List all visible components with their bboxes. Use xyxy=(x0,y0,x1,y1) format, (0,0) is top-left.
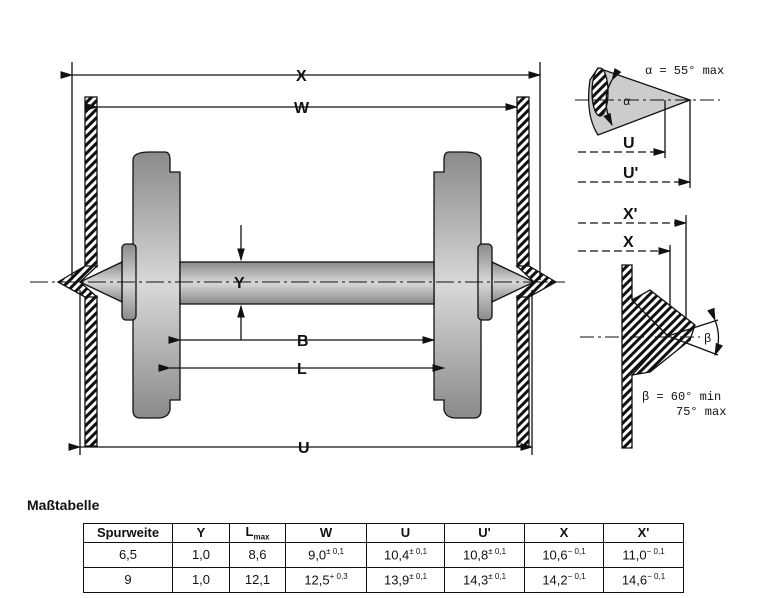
cell-spurweite: 9 xyxy=(83,566,173,593)
value: 14,6 xyxy=(621,572,648,588)
cell-lmax: 12,1 xyxy=(229,566,286,593)
detail-x-prime-label: X' xyxy=(623,206,637,223)
header-lmax: Lmax xyxy=(229,523,286,543)
tolerance: ± 0,1 xyxy=(488,546,507,556)
tolerance: ± 0,1 xyxy=(488,571,507,581)
right-wall xyxy=(516,96,530,268)
header-u-prime: U' xyxy=(444,523,525,543)
header-x: X xyxy=(524,523,604,543)
dim-y-label: Y xyxy=(234,275,245,292)
cell-x: 10,6− 0,1 xyxy=(524,541,604,568)
cell-u: 10,4± 0,1 xyxy=(366,541,445,568)
header-u: U xyxy=(366,523,445,543)
table-title: Maßtabelle xyxy=(27,497,100,513)
header-max-sub: max xyxy=(253,532,270,542)
tolerance: ± 0,1 xyxy=(409,546,428,556)
tolerance: ± 0,1 xyxy=(326,546,344,556)
detail-u-label: U xyxy=(623,135,635,152)
value: 10,8 xyxy=(462,547,489,563)
dim-w-label: W xyxy=(294,100,310,117)
left-wheel xyxy=(132,151,181,419)
beta-note-max: 75° max xyxy=(676,405,726,419)
cell-u: 13,9± 0,1 xyxy=(366,566,445,593)
cell-y: 1,0 xyxy=(172,541,230,568)
dim-x-label: X xyxy=(296,68,307,85)
alpha-symbol: α xyxy=(623,95,630,109)
beta-symbol: β xyxy=(704,332,711,346)
value: 11,0 xyxy=(622,547,647,563)
left-wall xyxy=(84,96,98,268)
cell-w: 9,0± 0,1 xyxy=(285,541,367,568)
dim-u-label: U xyxy=(298,440,310,457)
header-w: W xyxy=(285,523,367,543)
detail-x-label: X xyxy=(623,234,634,251)
value: 14,2 xyxy=(542,572,568,588)
header-y: Y xyxy=(172,523,230,543)
table-row: 6,5 1,0 8,6 9,0± 0,1 10,4± 0,1 10,8± 0,1… xyxy=(83,541,684,568)
cell-y: 1,0 xyxy=(172,566,230,593)
header-l: L xyxy=(245,524,254,539)
wheelset-drawing: X W Y B L U α = 55° max α U U' X' X β β … xyxy=(30,62,726,457)
table-row: 9 1,0 12,1 12,5+ 0,3 13,9± 0,1 14,3± 0,1… xyxy=(83,566,684,593)
header-x-prime: X' xyxy=(603,523,684,543)
right-wheel xyxy=(433,151,482,419)
value: 13,9 xyxy=(383,572,410,588)
cell-w: 12,5+ 0,3 xyxy=(285,566,367,593)
cell-x: 14,2− 0,1 xyxy=(524,566,604,593)
tolerance: − 0,1 xyxy=(567,546,586,556)
value: 9,0 xyxy=(308,547,327,563)
alpha-note: α = 55° max xyxy=(645,64,724,78)
cell-lmax: 8,6 xyxy=(229,541,286,568)
cell-u-prime: 14,3± 0,1 xyxy=(444,566,525,593)
beta-note-min: β = 60° min xyxy=(642,390,721,404)
header-spurweite: Spurweite xyxy=(83,523,173,543)
tolerance: ± 0,1 xyxy=(409,571,428,581)
value: 12,5 xyxy=(304,572,330,588)
cell-x-prime: 14,6− 0,1 xyxy=(603,566,684,593)
value: 10,4 xyxy=(383,547,410,563)
table-header-row: Spurweite Y Lmax W U U' X X' xyxy=(83,523,684,543)
detail-u-prime-label: U' xyxy=(623,165,638,182)
value: 14,3 xyxy=(462,572,489,588)
dim-b-label: B xyxy=(297,333,309,350)
value: 10,6 xyxy=(542,547,568,563)
cell-u-prime: 10,8± 0,1 xyxy=(444,541,525,568)
cell-spurweite: 6,5 xyxy=(83,541,173,568)
tolerance: − 0,1 xyxy=(646,546,665,556)
dim-l-label: L xyxy=(297,361,307,378)
tolerance: + 0,3 xyxy=(329,571,348,581)
dimension-table: Spurweite Y Lmax W U U' X X' 6,5 1,0 8,6… xyxy=(83,523,684,593)
tolerance: − 0,1 xyxy=(567,571,586,581)
tolerance: − 0,1 xyxy=(647,571,666,581)
axle xyxy=(179,261,435,305)
cell-x-prime: 11,0− 0,1 xyxy=(603,541,684,568)
